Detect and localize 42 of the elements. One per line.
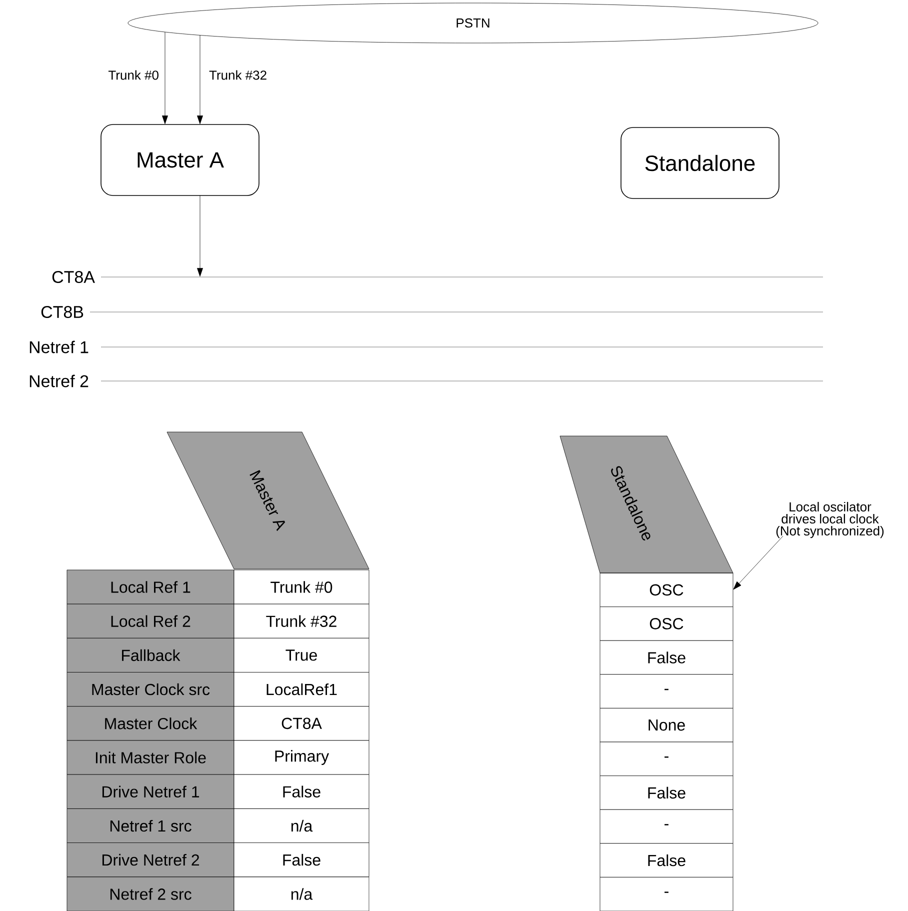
table-cell: CT8A (234, 706, 370, 741)
rounded-box: Master A (100, 124, 260, 196)
table-cell: False (234, 774, 370, 809)
arrow (162, 32, 168, 124)
table-cell: - (600, 742, 734, 776)
table-cell: Netref 1 src (66, 808, 234, 844)
table-cell: Primary (234, 740, 370, 775)
table-cell: Drive Netref 2 (66, 842, 234, 878)
bus-line: Netref 1 (30, 340, 824, 354)
table-cell: Fallback (66, 638, 234, 672)
table-cell: True (234, 638, 370, 672)
table-cell: None (600, 708, 734, 742)
table-cell: Master Clock src (66, 672, 234, 707)
table-cell: Local Ref 1 (66, 570, 234, 604)
table-cell: False (600, 776, 734, 810)
table-cell: n/a (234, 808, 370, 844)
table-cell: Trunk #0 (234, 570, 370, 604)
table-cell: OSC (600, 606, 734, 641)
table-cell: - (600, 877, 734, 911)
table-cell: - (600, 674, 734, 708)
table-cell: False (234, 842, 370, 878)
table-cell: LocalRef1 (234, 672, 370, 707)
arrow (197, 195, 203, 277)
arrow (733, 536, 784, 590)
bus-line: Netref 2 (30, 374, 824, 388)
table-cell: Master Clock (66, 706, 234, 741)
table-cell: Netref 2 src (66, 876, 234, 911)
callout-text: Local oscilator drives local clock (Not synchronized) (776, 502, 884, 538)
arrow (197, 35, 203, 124)
table-cell: n/a (234, 876, 370, 911)
table-cell: False (600, 843, 734, 878)
edge-label: Trunk #32 (209, 70, 266, 80)
edge-label: Trunk #0 (108, 70, 158, 80)
table-cell: Init Master Role (66, 740, 234, 775)
table-cell: Local Ref 2 (66, 604, 234, 638)
table-cell: False (600, 640, 734, 675)
table-cell: Drive Netref 1 (66, 774, 234, 809)
table-cell: - (600, 809, 734, 844)
bus-line: CT8B (41, 306, 824, 318)
rounded-box: Standalone (620, 127, 780, 199)
bus-line: CT8A (52, 271, 824, 284)
table-cell: Trunk #32 (234, 604, 370, 638)
